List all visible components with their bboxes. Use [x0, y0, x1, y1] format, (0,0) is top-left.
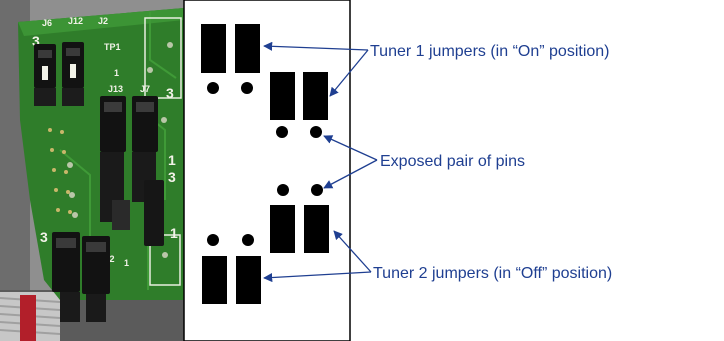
- tuner2-jumper-b: [304, 205, 329, 253]
- label-exposed-pins: Exposed pair of pins: [380, 153, 525, 170]
- tuner1-pin-b: [241, 82, 253, 94]
- tuner2-jumpers: [202, 205, 329, 304]
- board-label-j7: J7: [140, 84, 150, 94]
- board-label-3c: 3: [168, 169, 176, 185]
- tuner1-jumper-d: [303, 72, 328, 120]
- tuner1-pin-a: [207, 82, 219, 94]
- label-tuner1: Tuner 1 jumpers (in “On” position): [370, 43, 610, 60]
- board-label-1d: 1: [124, 258, 129, 268]
- board-label-3d: 3: [40, 229, 48, 245]
- board-label-j6: J6: [42, 18, 52, 28]
- arrow-tuner1-upper: [263, 41, 369, 51]
- tuner2-jumper-c: [202, 256, 227, 304]
- label-tuner2: Tuner 2 jumpers (in “Off” position): [373, 265, 612, 282]
- exposed-pin-lower-b: [311, 184, 323, 196]
- exposed-pin-upper-b: [310, 126, 322, 138]
- tuner1-jumper-b: [235, 24, 260, 73]
- board-label-j12: J12: [68, 16, 83, 26]
- tuner2-jumper-a: [270, 205, 295, 253]
- arrow-exposed-upper: [323, 135, 378, 161]
- arrow-tuner2-upper: [333, 230, 372, 273]
- arrow-exposed-lower: [323, 159, 378, 189]
- arrow-tuner1-lower: [329, 49, 369, 97]
- tuner1-jumper-a: [201, 24, 226, 73]
- board-label-j13: J13: [108, 84, 123, 94]
- board-label-1b: 1: [168, 152, 176, 168]
- callout-arrows: [263, 41, 378, 283]
- exposed-pins: [276, 126, 323, 196]
- tuner1-jumper-c: [270, 72, 295, 120]
- board-label-1c: 1: [170, 225, 178, 241]
- exposed-pin-lower-a: [277, 184, 289, 196]
- tuner1-jumpers: [201, 24, 328, 120]
- photo-jumpers-middle: [100, 96, 164, 246]
- photo-jumpers-bottom: [52, 232, 110, 322]
- board-label-tp1: TP1: [104, 42, 121, 52]
- tuner2-jumper-d: [236, 256, 261, 304]
- tuner2-pin-b: [242, 234, 254, 246]
- arrow-tuner2-lower: [263, 271, 372, 283]
- board-label-3a: 3: [32, 33, 40, 49]
- board-label-3b: 3: [166, 85, 174, 101]
- circuit-board-photo: J6 J12 J2 TP1 1 J13 J7 3 3 1 3 1 3 TP2 1: [0, 0, 184, 341]
- exposed-pin-upper-a: [276, 126, 288, 138]
- board-label-j2: J2: [98, 16, 108, 26]
- tuner2-pin-a: [207, 234, 219, 246]
- board-label-1a: 1: [114, 68, 119, 78]
- photo-jumpers-top: [34, 42, 84, 106]
